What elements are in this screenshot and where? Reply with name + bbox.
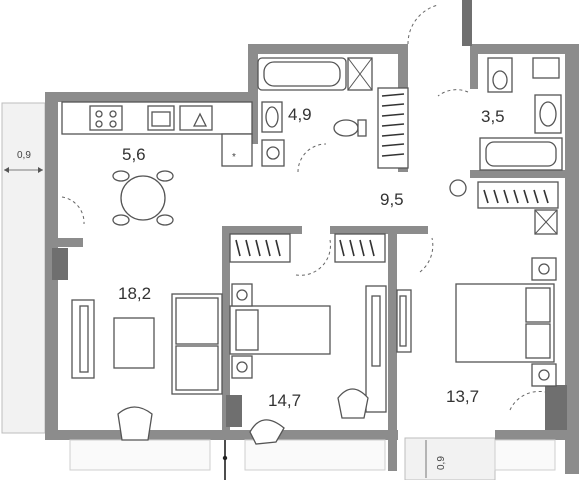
kitchen-area-label: 5,6: [122, 145, 146, 164]
bathroom-1: 4,9: [257, 57, 373, 167]
bathroom-1-area-label: 4,9: [288, 105, 312, 124]
bathroom-2: 3,5: [479, 57, 563, 171]
bottom-balcony: 0,9: [404, 437, 496, 480]
doors: [61, 4, 546, 411]
bedroom-2-area-label: 13,7: [446, 387, 479, 406]
left-balcony-depth-label: 0,9: [17, 150, 31, 161]
hallway-area-label: 9,5: [380, 190, 404, 209]
windows: [69, 439, 556, 480]
bedroom-1-area-label: 14,7: [268, 391, 301, 410]
bedroom-2: 13,7: [396, 257, 557, 406]
bedroom-2-wardrobe: [477, 181, 559, 235]
kitchen: * 5,6: [61, 101, 253, 226]
living-room-area-label: 18,2: [118, 284, 151, 303]
hallway-wardrobe: 9,5: [377, 87, 467, 209]
svg-text:*: *: [232, 152, 236, 163]
bottom-balcony-depth-label: 0,9: [436, 456, 447, 470]
left-balcony: 0,9: [1, 102, 46, 434]
bathroom-2-area-label: 3,5: [481, 107, 505, 126]
living-room: 18,2: [71, 284, 223, 441]
bedroom-1: 14,7: [229, 233, 387, 445]
